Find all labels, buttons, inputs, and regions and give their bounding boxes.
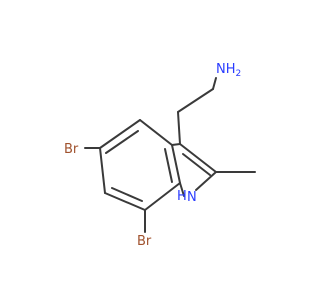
bond-ch2-ch2 [177, 88, 214, 113]
molecule-structure: NH2 Br Br H N [64, 62, 256, 249]
bond-c7-c7a [144, 182, 181, 211]
bond-c2-n1 [195, 171, 217, 191]
bond-c4-c5-inner [105, 130, 139, 154]
bromine-label-lower: Br [137, 234, 152, 249]
bond-c3a-c4 [139, 119, 173, 146]
bond-c7a-c3a [171, 144, 181, 184]
bond-c3-c2-inner [182, 153, 211, 176]
bond-c6-c7-inner [111, 187, 143, 202]
pyrrole-ring [171, 143, 217, 197]
bond-c3-ch2 [177, 111, 181, 145]
benzene-ring [99, 119, 181, 211]
ring-nh-label-n: N [187, 190, 197, 205]
bond-c5-c6 [99, 147, 106, 194]
bond-c3-c2 [179, 143, 217, 173]
amine-label: NH2 [216, 62, 241, 79]
bond-c7a-c3a-inner [164, 148, 173, 183]
ring-nh-label-h: H [177, 189, 187, 204]
bromine-label-upper: Br [64, 142, 79, 157]
bond-c4-c5 [99, 119, 141, 149]
bond-n1-c7a [179, 182, 185, 197]
bond-c3a-c3 [171, 143, 181, 146]
bond-ch2-nh2 [212, 77, 217, 90]
bond-c6-c7 [104, 192, 146, 211]
substituents [84, 77, 256, 233]
